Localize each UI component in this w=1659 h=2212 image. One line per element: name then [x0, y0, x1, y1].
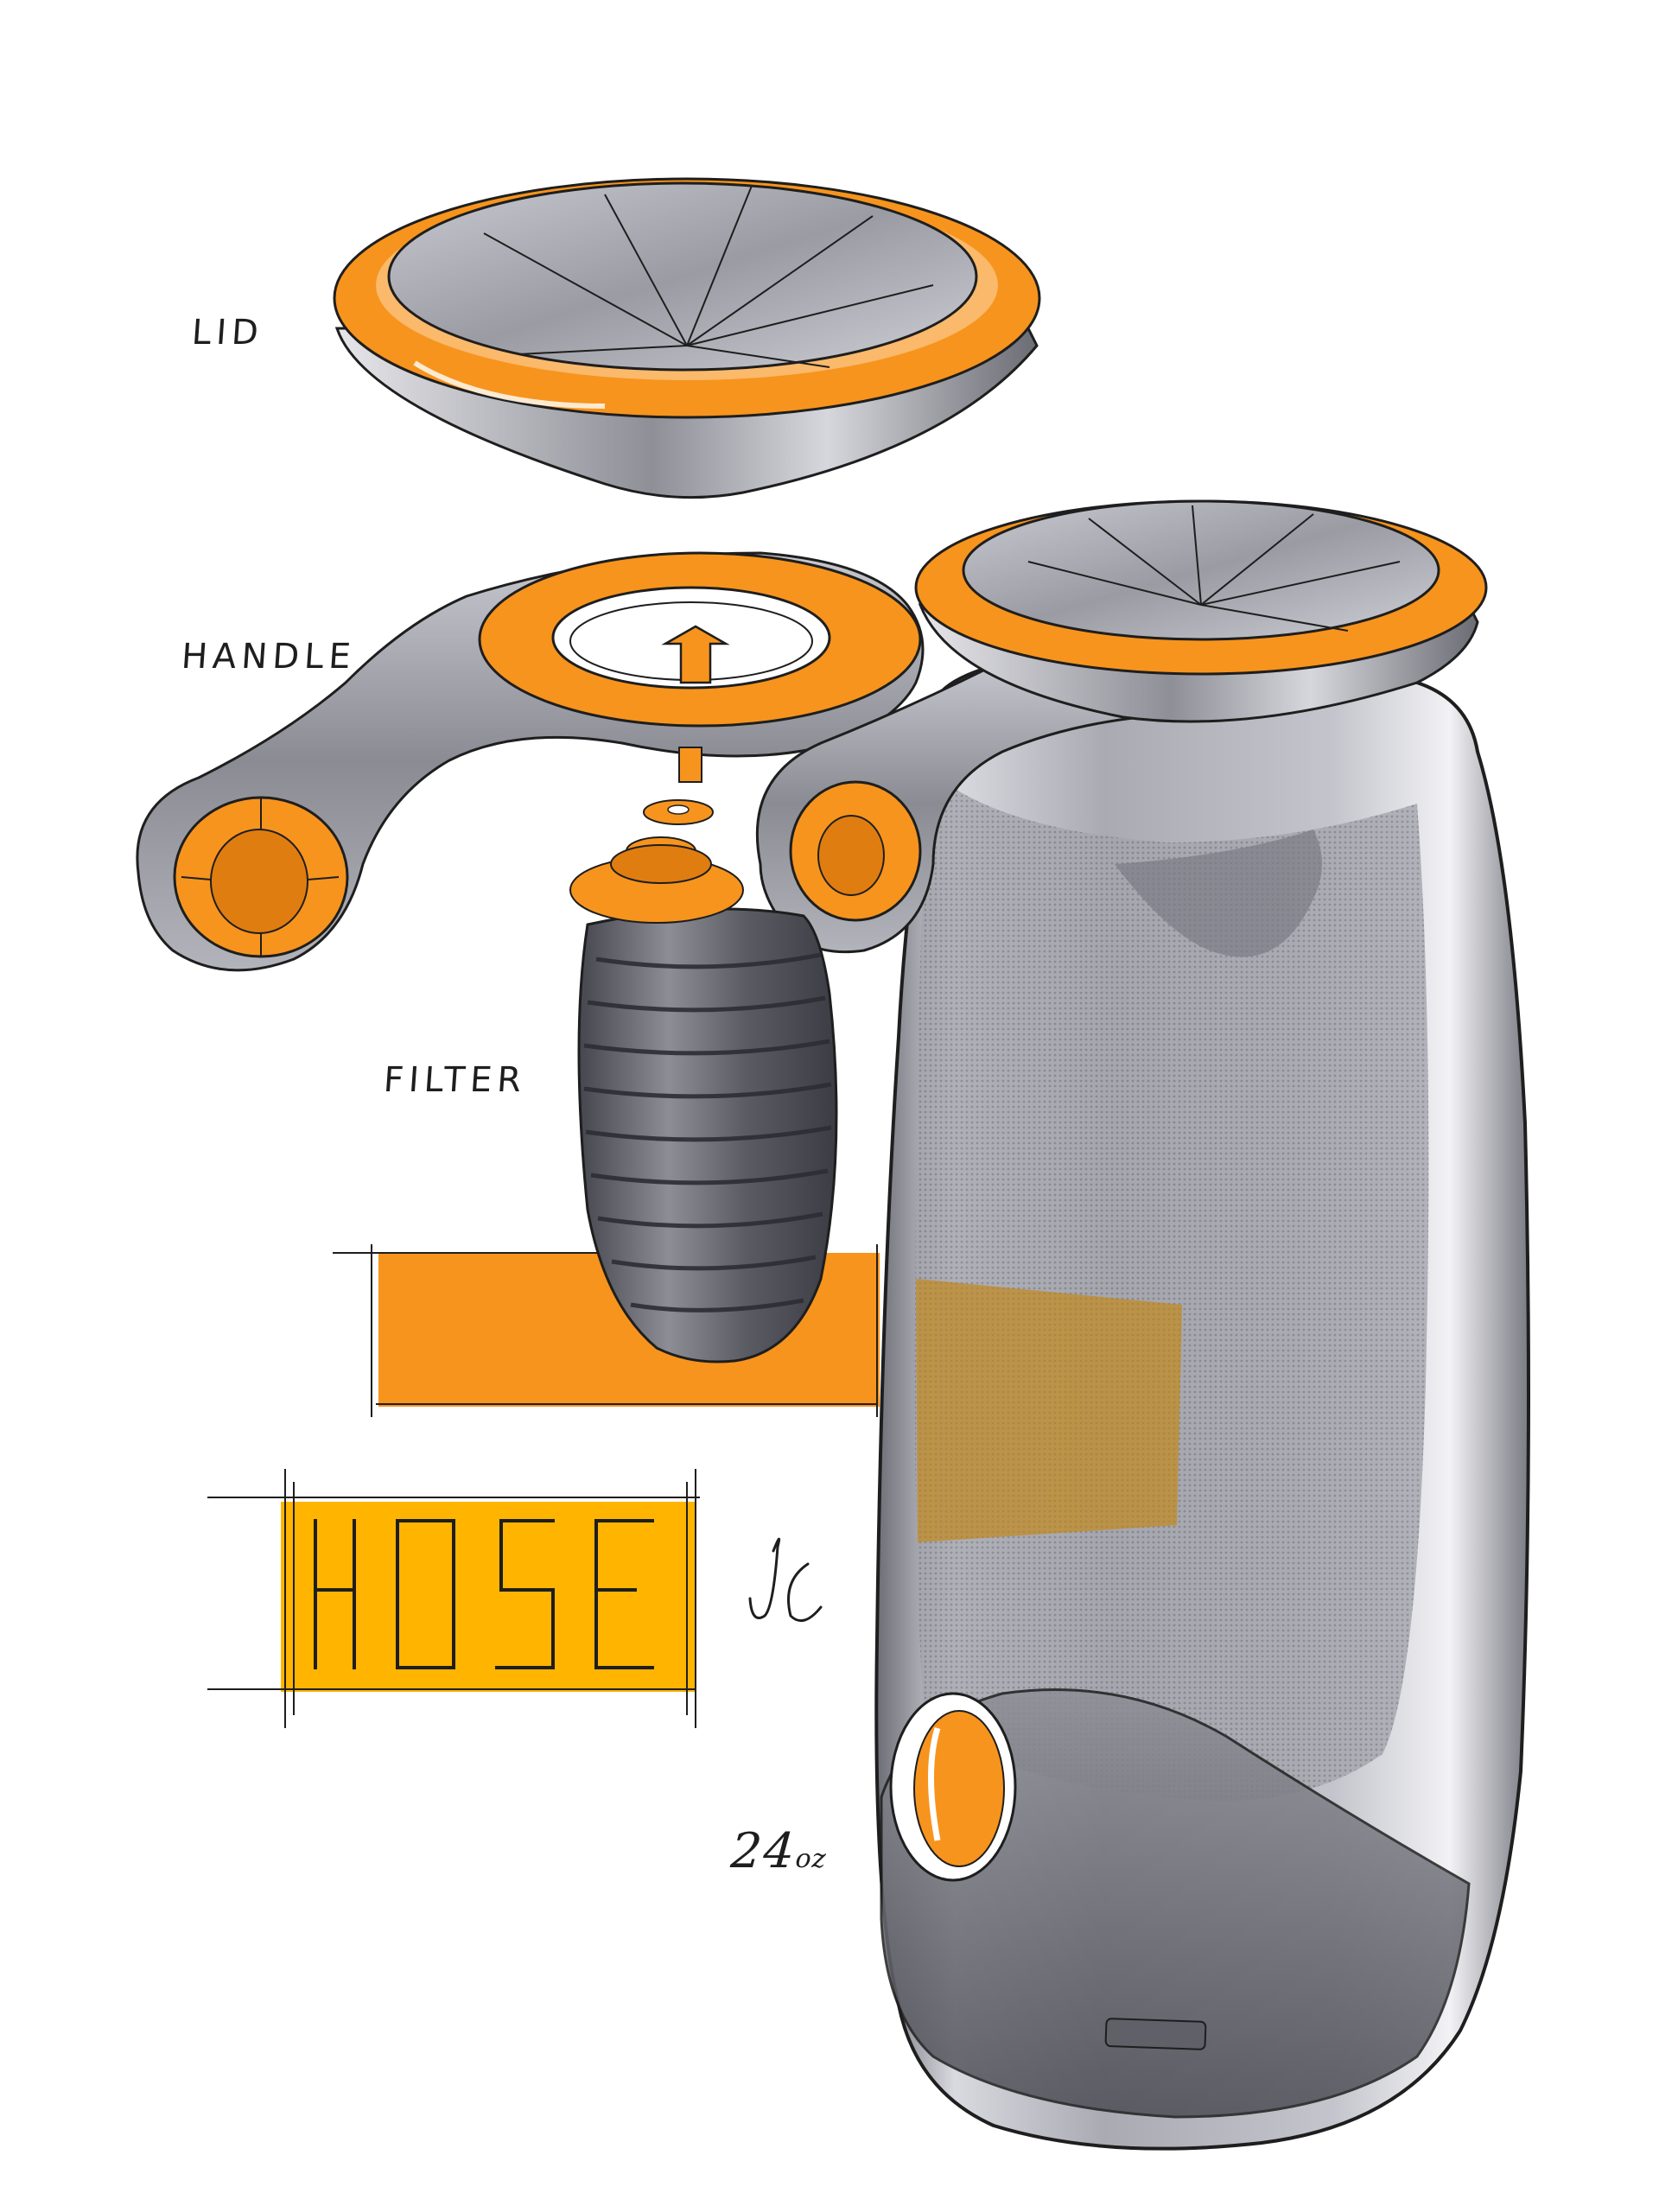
assembled-handle — [755, 654, 1162, 954]
arrow-up-icon — [661, 625, 730, 783]
signature — [748, 1537, 823, 1623]
bottle-assembly — [874, 645, 1530, 2151]
filter-part — [333, 799, 880, 1417]
capacity-label: 24oz — [729, 1823, 830, 1879]
lid-label: LID — [190, 313, 265, 353]
handle-label: HANDLE — [180, 637, 358, 677]
brand-logo — [207, 1469, 700, 1728]
lid-part — [333, 177, 1041, 499]
base-emboss — [1104, 2018, 1207, 2050]
filter-label: FILTER — [382, 1060, 528, 1100]
capacity-unit: oz — [794, 1844, 828, 1874]
capacity-value: 24 — [728, 1823, 798, 1879]
assembled-lid — [914, 499, 1488, 723]
